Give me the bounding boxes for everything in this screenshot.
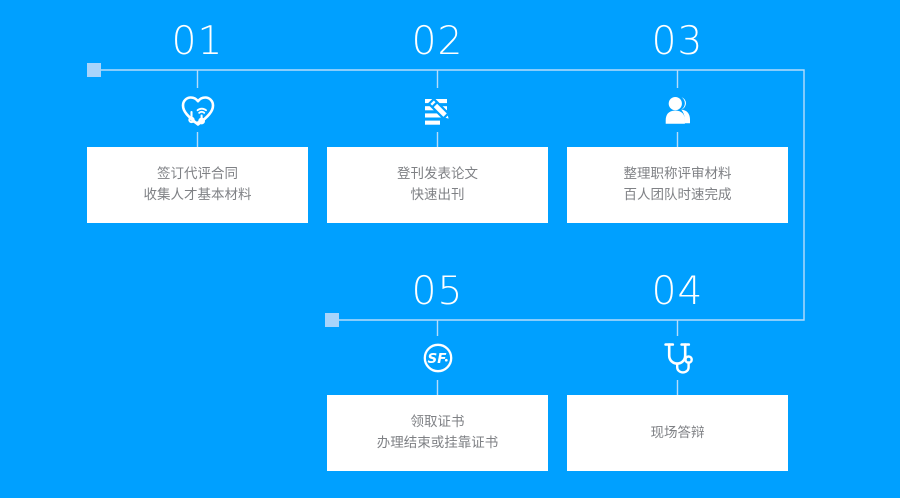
step-01[interactable]: 01 签订代评合同 收集人才基本材料 (87, 0, 308, 498)
document-pencil-icon (327, 88, 548, 132)
step-03-card[interactable]: 整理职称评审材料 百人团队时速完成 (567, 147, 788, 223)
step-01-line-2: 收集人才基本材料 (143, 187, 252, 203)
path-start-marker (87, 63, 101, 77)
step-04[interactable]: 04 现场答辩 (567, 0, 788, 498)
step-05[interactable]: 05 SF 领取证书 办理结束或挂靠证书 (327, 0, 548, 498)
step-03-number: 03 (651, 19, 704, 64)
stethoscope-icon (567, 336, 788, 380)
step-02-line-1: 登刊发表论文 (397, 166, 478, 182)
step-02[interactable]: 02 登刊发表论文 快速出刊 (327, 0, 548, 498)
step-03-line-2: 百人团队时速完成 (623, 187, 732, 203)
sf-badge-icon: SF (327, 336, 548, 380)
step-01-card[interactable]: 签订代评合同 收集人才基本材料 (87, 147, 308, 223)
step-03-line-1: 整理职称评审材料 (623, 166, 732, 182)
step-05-line-1: 领取证书 (410, 414, 465, 430)
step-02-line-2: 快速出刊 (410, 187, 465, 203)
step-04-card[interactable]: 现场答辩 (567, 395, 788, 471)
step-02-card[interactable]: 登刊发表论文 快速出刊 (327, 147, 548, 223)
step-02-number: 02 (411, 19, 464, 64)
step-01-line-1: 签订代评合同 (157, 166, 238, 182)
two-people-icon (567, 88, 788, 132)
step-05-number: 05 (411, 269, 464, 314)
path-turn-marker (325, 313, 339, 327)
step-01-number: 01 (171, 19, 224, 64)
step-05-card[interactable]: 领取证书 办理结束或挂靠证书 (327, 395, 548, 471)
step-03[interactable]: 03 整理职称评审材料 百人团队时速完成 (567, 0, 788, 498)
step-04-number: 04 (651, 269, 704, 314)
step-04-line-1: 现场答辩 (650, 424, 705, 441)
heart-stethoscope-icon (87, 88, 308, 132)
svg-text:SF: SF (427, 351, 447, 367)
step-05-line-2: 办理结束或挂靠证书 (376, 435, 499, 451)
